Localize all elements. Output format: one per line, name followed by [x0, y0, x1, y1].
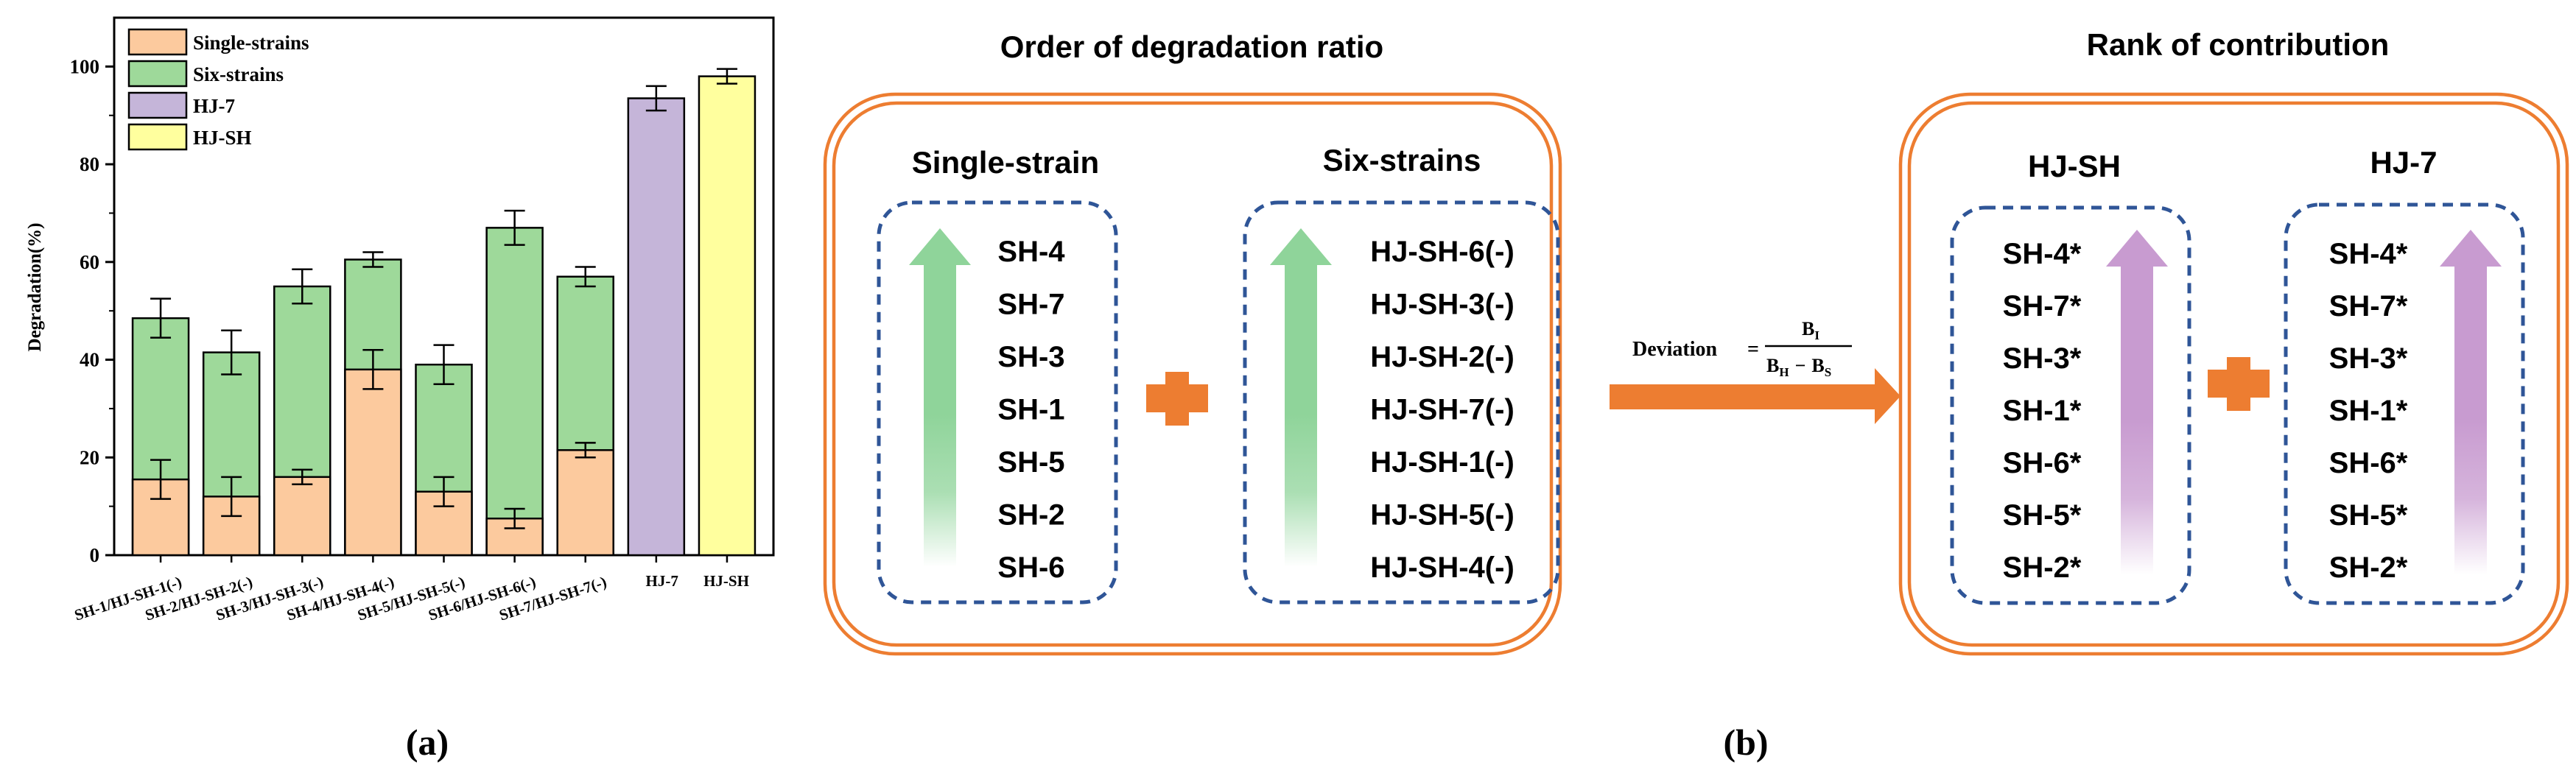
six-strains-box — [1243, 200, 1560, 604]
formula-label: Deviation — [1632, 338, 1718, 361]
green-arrow-single — [909, 228, 971, 567]
list-item: SH-2* — [2003, 551, 2082, 584]
y-tick-label: 100 — [70, 55, 100, 77]
formula-numerator: BI — [1802, 318, 1819, 342]
panel-label-b: (b) — [1723, 722, 1768, 763]
y-axis-label: Degradation(%) — [25, 223, 45, 352]
list-item: SH-4 — [997, 236, 1065, 268]
y-tick-label: 80 — [80, 153, 99, 175]
hj7-title: HJ-7 — [2370, 145, 2437, 180]
legend-swatch — [127, 60, 188, 88]
list-item: HJ-SH-1(-) — [1370, 446, 1515, 479]
x-tick-label: HJ-7 — [646, 572, 678, 590]
hjsh-title: HJ-SH — [2028, 149, 2121, 183]
list-item: HJ-SH-2(-) — [1370, 341, 1515, 373]
list-item: HJ-SH-7(-) — [1370, 394, 1515, 426]
plus-icon-left — [1146, 372, 1208, 426]
legend-label: Single-strains — [193, 32, 309, 54]
deviation-formula: Deviation = BI BH−BS — [1632, 318, 1852, 379]
left-title: Order of degradation ratio — [1000, 29, 1383, 64]
bar — [627, 97, 686, 557]
list-item: HJ-SH-5(-) — [1370, 499, 1515, 532]
list-item: SH-5* — [2329, 499, 2408, 532]
list-item: HJ-SH-4(-) — [1370, 551, 1515, 584]
list-item: SH-5 — [997, 446, 1064, 479]
diagram: Order of degradation ratio Rank of contr… — [823, 27, 2569, 656]
formula-equals: = — [1747, 338, 1759, 361]
y-tick-label: 40 — [80, 349, 99, 371]
left-frame-outer — [823, 92, 1562, 656]
list-item: SH-6 — [997, 551, 1064, 584]
list-item: SH-2* — [2329, 551, 2408, 584]
legend-swatch — [127, 91, 188, 119]
connector-arrow — [1610, 368, 1901, 424]
legend-swatch — [127, 28, 188, 56]
y-tick-label: 60 — [80, 251, 99, 273]
bar — [556, 449, 614, 557]
hjsh-list: SH-4* SH-7* SH-3* SH-1* SH-6* SH-5* SH-2* — [2003, 238, 2082, 584]
right-frame-inner — [1907, 101, 2561, 647]
y-tick-label: 0 — [90, 544, 100, 566]
x-tick-label: HJ-SH — [703, 572, 749, 590]
list-item: SH-4* — [2003, 238, 2082, 270]
list-item: HJ-SH-3(-) — [1370, 289, 1515, 321]
bar — [273, 476, 331, 557]
panel-label-a: (a) — [406, 722, 449, 763]
list-item: SH-1* — [2003, 395, 2082, 427]
right-frame-outer — [1898, 92, 2569, 656]
list-item: SH-6* — [2003, 447, 2082, 479]
formula-denominator: BH−BS — [1766, 355, 1831, 379]
list-item: SH-7* — [2003, 290, 2082, 322]
list-item: SH-4* — [2329, 238, 2408, 270]
list-item: SH-7* — [2329, 290, 2408, 322]
purple-arrow-hjsh — [2106, 230, 2168, 574]
single-strain-list: SH-4SH-7SH-3SH-1SH-5SH-2SH-6 — [997, 236, 1065, 584]
six-strains-list: HJ-SH-6(-) HJ-SH-3(-) HJ-SH-2(-) HJ-SH-7(-)… — [1370, 236, 1515, 584]
bar — [485, 227, 544, 557]
legend-label: HJ-7 — [193, 95, 235, 117]
bar-chart: 0 20 40 60 80 100 SH-1/HJ-SH-1(-)SH-2/HJ-SH-2… — [25, 16, 775, 624]
legend-label: Six-strains — [193, 63, 284, 85]
hj7-box — [2284, 202, 2525, 605]
list-item: HJ-SH-6(-) — [1370, 236, 1515, 268]
list-item: SH-7 — [997, 289, 1064, 321]
list-item: SH-3* — [2329, 342, 2408, 375]
purple-arrow-hj7 — [2440, 230, 2502, 574]
green-arrow-six — [1270, 228, 1332, 567]
list-item: SH-3 — [997, 341, 1064, 373]
hjsh-box — [1950, 205, 2191, 605]
bar — [698, 75, 757, 557]
single-strain-title: Single-strain — [912, 145, 1099, 180]
list-item: SH-5* — [2003, 499, 2082, 532]
legend-swatch — [127, 123, 188, 151]
bar-series — [131, 68, 757, 557]
list-item: SH-1* — [2329, 395, 2408, 427]
y-axis: 0 20 40 60 80 100 — [70, 55, 114, 566]
six-strains-title: Six-strains — [1323, 143, 1481, 177]
list-item: SH-6* — [2329, 447, 2408, 479]
x-axis: SH-1/HJ-SH-1(-)SH-2/HJ-SH-2(-)SH-3/HJ-SH… — [72, 555, 749, 624]
list-item: SH-3* — [2003, 342, 2082, 375]
y-tick-label: 20 — [80, 446, 99, 468]
hj7-list: SH-4* SH-7* SH-3* SH-1* SH-6* SH-5* SH-2* — [2329, 238, 2408, 584]
list-item: SH-1 — [997, 394, 1064, 426]
legend-label: HJ-SH — [193, 127, 252, 149]
list-item: SH-2 — [997, 499, 1064, 532]
right-title: Rank of contribution — [2087, 27, 2390, 62]
left-frame-inner — [832, 101, 1554, 647]
single-strain-box — [877, 200, 1118, 604]
plus-icon-right — [2208, 357, 2270, 411]
bar — [344, 368, 402, 557]
